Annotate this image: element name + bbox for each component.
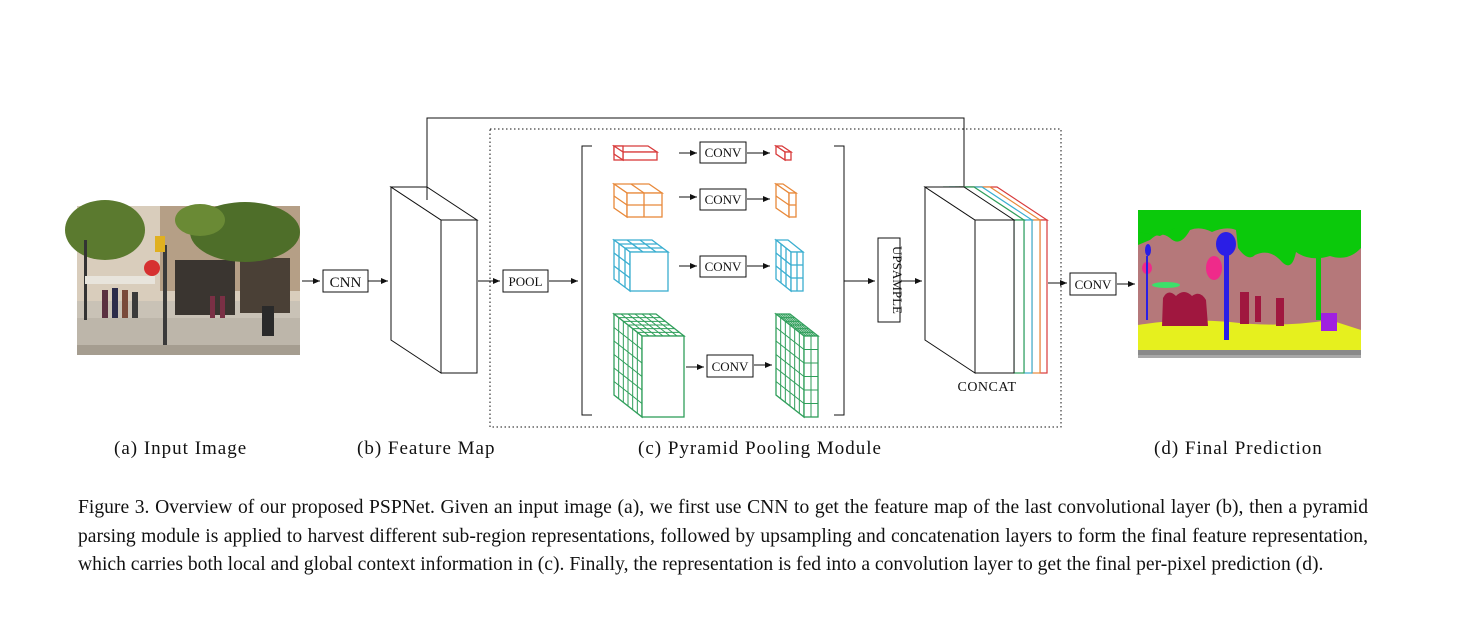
conv-box-4 [706, 354, 754, 378]
conv-out-level-4 [774, 312, 820, 419]
upsample-box [877, 237, 901, 323]
final-conv-box [1069, 272, 1117, 296]
pool-level-1 [611, 144, 660, 162]
concat-label: CONCAT [957, 380, 1016, 395]
conv-label-2: CONV [705, 192, 742, 207]
conv-label-3: CONV [705, 259, 742, 274]
panel-label-c: (c) Pyramid Pooling Module [638, 438, 882, 459]
conv-out-level-3 [774, 238, 805, 293]
skip-connection [426, 117, 967, 203]
input-image [65, 200, 300, 355]
pool-level-2 [611, 182, 665, 219]
feature-map-block [389, 186, 479, 374]
pool-level-4 [612, 312, 686, 419]
pool-level-3 [612, 238, 670, 293]
conv-out-level-1 [773, 144, 794, 162]
conv-out-level-4-grid [775, 313, 818, 417]
conv-box-3 [699, 255, 747, 278]
panel-label-a: (a) Input Image [114, 438, 248, 459]
conv-box-2 [699, 188, 747, 211]
pspnet-diagram: CNN POOL CONV C [65, 117, 1361, 428]
panel-label-b: (b) Feature Map [357, 438, 496, 459]
conv-label-4: CONV [712, 359, 749, 374]
pool-label: POOL [509, 274, 543, 289]
conv-out-level-2 [773, 182, 799, 219]
conv-label-1: CONV [705, 145, 742, 160]
final-conv-label: CONV [1075, 277, 1112, 292]
figure-caption: Figure 3. Overview of our proposed PSPNe… [78, 494, 1368, 580]
upsample-label: UPSAMPLE [890, 246, 905, 314]
caption-text: Overview of our proposed PSPNet. Given a… [78, 497, 1369, 575]
caption-number: Figure 3. [78, 497, 150, 518]
final-prediction-map [1138, 210, 1361, 358]
right-brace [834, 145, 845, 416]
cnn-label: CNN [330, 275, 362, 291]
pool-level-4-grid [613, 313, 680, 414]
pyramid-module-frame [489, 128, 1062, 428]
panel-label-d: (d) Final Prediction [1154, 438, 1323, 459]
pool-box [502, 269, 549, 293]
left-brace [581, 145, 592, 416]
concat-block [923, 186, 1016, 374]
conv-box-1 [699, 141, 747, 164]
